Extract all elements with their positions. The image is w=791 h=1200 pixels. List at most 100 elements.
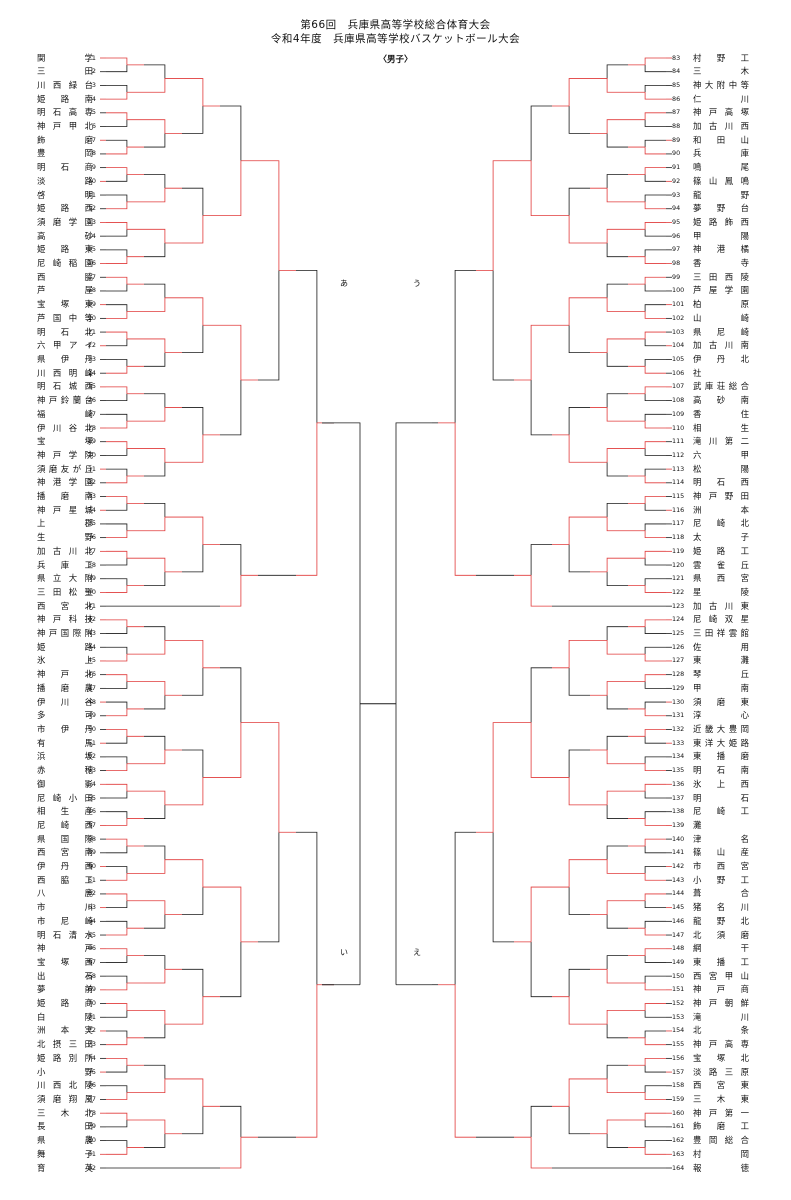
- team-number: 44: [87, 642, 96, 651]
- bracket-match: [106, 900, 128, 909]
- team-number: 154: [672, 1026, 685, 1035]
- team-number: 164: [672, 1163, 685, 1172]
- bracket-match: [144, 133, 166, 148]
- team-name: 滝川第二: [693, 436, 749, 447]
- bracket-match: [606, 64, 628, 79]
- team-name: 太子: [693, 532, 749, 543]
- team-name: 仁川: [693, 93, 749, 104]
- bracket-match: [644, 1147, 666, 1155]
- bracket-match: [106, 167, 128, 175]
- team-number: 59: [87, 848, 96, 857]
- bracket-match: [644, 167, 666, 175]
- bracket-match: [106, 619, 128, 627]
- team-name: 浜坂: [37, 751, 93, 762]
- team-number: 143: [672, 875, 685, 884]
- team-number: 78: [87, 1108, 96, 1117]
- team-name: 神戸: [37, 943, 93, 954]
- bracket-match: [644, 729, 666, 737]
- team-number: 157: [672, 1067, 685, 1076]
- team-number: 17: [87, 272, 96, 281]
- bracket-match: [644, 119, 666, 127]
- team-number: 24: [87, 368, 96, 377]
- team-name: 小野: [37, 1066, 93, 1077]
- team-number: 46: [87, 670, 96, 679]
- bracket-match: [106, 523, 128, 531]
- team-name: 和田山: [693, 134, 749, 145]
- bracket-match: [144, 626, 166, 641]
- team-number: 60: [87, 862, 96, 871]
- bracket-match: [644, 276, 666, 285]
- team-number: 126: [672, 642, 685, 651]
- team-name: 姫路工: [693, 545, 749, 556]
- team-name: 尼崎工: [693, 806, 749, 817]
- bracket-match: [644, 331, 666, 339]
- team-number: 71: [87, 1012, 96, 1021]
- team-number: 82: [87, 1163, 96, 1172]
- team-number: 103: [672, 327, 685, 336]
- team-number: 12: [87, 204, 96, 213]
- team-number: 36: [87, 533, 96, 542]
- team-number: 118: [672, 533, 685, 542]
- team-name: 育英: [37, 1162, 93, 1173]
- team-name: 六甲: [693, 449, 749, 460]
- bracket-match: [568, 968, 590, 997]
- team-name: 伊川谷: [37, 696, 93, 707]
- team-number: 135: [672, 766, 685, 775]
- team-name: 近畿大豊岡: [693, 723, 749, 734]
- team-number: 95: [672, 217, 681, 226]
- bracket-match: [644, 674, 666, 682]
- bracket-match: [644, 311, 666, 319]
- team-number: 137: [672, 793, 685, 802]
- team-number: 162: [672, 1136, 685, 1145]
- team-number: 98: [672, 259, 681, 268]
- team-number: 49: [87, 711, 96, 720]
- bracket-match: [454, 984, 476, 1138]
- bracket-match: [644, 838, 666, 846]
- team-number: 58: [87, 834, 96, 843]
- bracket-match: [106, 558, 128, 566]
- team-number: 108: [672, 396, 685, 405]
- team-number: 48: [87, 697, 96, 706]
- bracket-match: [220, 160, 242, 216]
- team-name: 北須磨: [693, 929, 749, 940]
- team-number: 66: [87, 944, 96, 953]
- bracket-match: [606, 845, 628, 860]
- bracket-match: [144, 681, 166, 696]
- team-number: 34: [87, 505, 96, 514]
- bracket-match: [644, 256, 666, 264]
- bracket-match: [106, 585, 128, 593]
- team-name: 兵庫: [693, 148, 749, 159]
- team-number: 10: [87, 176, 96, 185]
- bracket-match: [644, 530, 666, 539]
- team-name: 洲本実: [37, 1025, 93, 1036]
- team-name: 芦国中等: [37, 312, 93, 323]
- bracket-match: [106, 366, 128, 374]
- team-name: 龍野北: [693, 915, 749, 926]
- team-name: 伊川谷北: [37, 422, 93, 433]
- bracket-match: [106, 550, 128, 559]
- bracket-match: [644, 366, 666, 374]
- team-name: 兵庫工: [37, 559, 93, 570]
- bracket-match: [106, 119, 128, 127]
- bracket-match: [606, 297, 628, 312]
- team-number: 41: [87, 601, 96, 610]
- team-number: 114: [672, 478, 685, 487]
